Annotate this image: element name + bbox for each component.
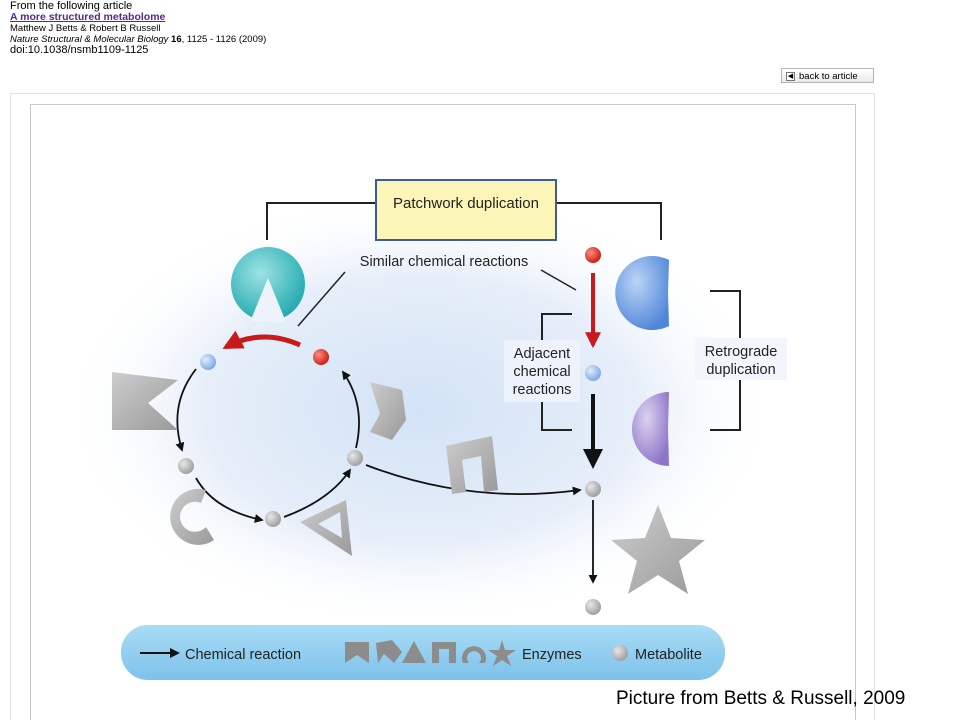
article-authors: Matthew J Betts & Robert B Russell	[10, 23, 161, 34]
cycle-arrows	[175, 368, 582, 523]
journal-name: Nature Structural & Molecular Biology	[10, 34, 169, 45]
grey-enzyme-house	[370, 382, 406, 440]
retrograde-label-bg	[695, 338, 787, 380]
grey-enzyme-triangle	[300, 500, 352, 556]
retrograde-label-line2: duplication	[706, 362, 775, 378]
metabolite-grey-right-2	[585, 599, 601, 615]
back-to-article-label: back to article	[799, 71, 858, 82]
legend-enzyme-icons	[345, 640, 516, 666]
article-title-link[interactable]: A more structured metabolome	[10, 11, 166, 23]
adjacent-label-line1: Adjacent	[514, 346, 570, 362]
article-doi: doi:10.1038/nsmb1109-1125	[10, 44, 149, 56]
teal-enzyme	[231, 247, 305, 322]
metabolite-grey-3	[347, 450, 363, 466]
similar-pointer-right	[540, 269, 577, 291]
article-header: From the following article A more struct…	[10, 1, 410, 56]
patchwork-box	[375, 179, 557, 241]
purple-pacman-enzyme	[632, 392, 669, 466]
metabolite-grey-right-1	[585, 481, 601, 497]
picture-credit: Picture from Betts & Russell, 2009	[616, 688, 906, 709]
metabolite-grey-1	[178, 458, 194, 474]
metabolite-grey-2	[265, 511, 281, 527]
metabolite-blue-cycle	[200, 354, 216, 370]
adjacent-label-line2: chemical	[513, 364, 570, 380]
back-to-article-button[interactable]: ◀ back to article	[781, 68, 874, 83]
patchwork-bracket	[266, 202, 662, 240]
legend-bar	[121, 625, 725, 680]
from-article-label: From the following article	[10, 0, 133, 12]
figure-inner-frame	[30, 104, 856, 720]
journal-pages: , 1125 - 1126 (2009)	[181, 34, 267, 45]
legend-metabolite-icon	[612, 645, 628, 661]
patchwork-label: Patchwork duplication	[393, 195, 539, 212]
red-reaction-arrow-left	[222, 330, 302, 350]
similar-pointer-left	[297, 271, 346, 327]
similar-reactions-label: Similar chemical reactions	[360, 254, 528, 270]
article-citation: Nature Structural & Molecular Biology 16…	[10, 34, 410, 45]
metabolite-red-right	[585, 247, 601, 263]
adjacent-label-bg	[504, 340, 580, 402]
adjacent-label-line3: reactions	[513, 382, 572, 398]
journal-volume: 16	[171, 34, 182, 45]
grey-enzyme-arch	[446, 436, 498, 494]
grey-enzyme-chevron	[112, 372, 178, 430]
legend-metabolite-label: Metabolite	[635, 647, 702, 663]
back-arrow-icon: ◀	[786, 72, 795, 81]
legend-reaction-label: Chemical reaction	[185, 647, 301, 663]
blue-pacman-enzyme	[615, 256, 669, 330]
grey-enzyme-ring	[170, 488, 214, 545]
retrograde-label-line1: Retrograde	[705, 344, 778, 360]
metabolite-blue-right	[585, 365, 601, 381]
metabolite-red-cycle	[313, 349, 329, 365]
legend-enzymes-label: Enzymes	[522, 647, 582, 663]
figure-outer-frame	[10, 93, 875, 720]
grey-star-enzyme	[611, 505, 705, 594]
